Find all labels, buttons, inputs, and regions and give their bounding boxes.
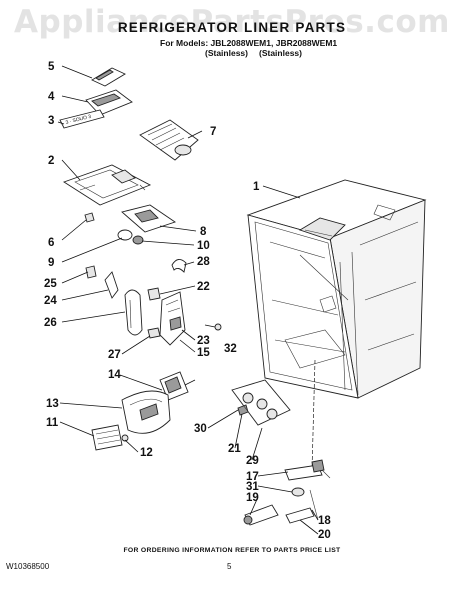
callout-29: 29: [246, 455, 259, 467]
leader-lines: [57, 65, 319, 535]
heater-assembly-drawing: [231, 379, 291, 426]
callout-3: 3: [48, 115, 54, 127]
callout-23: 23: [197, 335, 210, 347]
air-tower-drawing: [62, 164, 152, 206]
light-socket-drawing: [117, 229, 144, 245]
small-bracket-drawing: [147, 327, 161, 339]
callout-28: 28: [197, 256, 210, 268]
bracket-drawing: [85, 265, 97, 279]
callout-4: 4: [48, 91, 55, 103]
callout-32: 32: [224, 343, 237, 355]
callout-9: 9: [48, 257, 54, 269]
lower-housing-drawing: [121, 390, 171, 434]
vent-cover-drawing: [139, 119, 199, 161]
callout-21: 21: [228, 443, 241, 455]
callout-24: 24: [44, 295, 57, 307]
callout-25: 25: [44, 278, 57, 290]
model-numbers: For Models: JBL2088WEM1, JBR2088WEM1: [160, 38, 338, 48]
callout-8: 8: [200, 226, 207, 238]
callout-18: 18: [318, 515, 331, 527]
callout-6: 6: [48, 237, 54, 249]
liner-part-drawing: [246, 179, 427, 399]
callout-20: 20: [318, 529, 331, 541]
control-housing-drawing: [147, 287, 186, 346]
callout-22: 22: [197, 281, 210, 293]
hinge-clip-drawing: [104, 271, 119, 299]
module-drawing: [159, 371, 189, 401]
screw-12-drawing: [121, 434, 129, 442]
screw-32-drawing: [204, 323, 222, 331]
callout-15: 15: [197, 347, 210, 359]
light-shield-drawing: [124, 289, 143, 336]
callout-27: 27: [108, 349, 121, 361]
ordering-info: FOR ORDERING INFORMATION REFER TO PARTS …: [123, 547, 341, 554]
callout-2: 2: [48, 155, 54, 167]
finish-label-1: (Stainless): [205, 48, 248, 58]
callout-5: 5: [48, 61, 55, 73]
callout-19: 19: [246, 492, 259, 504]
page-number: 5: [227, 562, 232, 571]
callout-17: 17: [246, 471, 259, 483]
callout-31: 31: [246, 481, 259, 493]
callout-labels: 5 4 3 7 2 1 6 9 8 10 28 25 22 24 26 23 3…: [44, 61, 331, 541]
callout-14: 14: [108, 369, 121, 381]
lower-fittings-drawing: [243, 359, 331, 526]
document-number: W10368500: [6, 562, 50, 571]
grommet-drawing: [84, 212, 95, 223]
page-title: REFRIGERATOR LINER PARTS: [117, 20, 347, 35]
callout-12: 12: [140, 447, 153, 459]
callout-7: 7: [210, 126, 216, 138]
callout-11: 11: [46, 417, 59, 429]
callout-13: 13: [46, 398, 59, 410]
lens-drawing: [91, 424, 123, 451]
clip-drawing: [171, 259, 187, 273]
damper-drawing: [121, 204, 177, 233]
callout-26: 26: [44, 317, 57, 329]
callout-30: 30: [194, 423, 207, 435]
callout-10: 10: [197, 240, 210, 252]
finish-label-2: (Stainless): [259, 48, 302, 58]
watermark: AppliancePartsPros.com: [14, 4, 450, 40]
callout-1: 1: [253, 181, 260, 193]
